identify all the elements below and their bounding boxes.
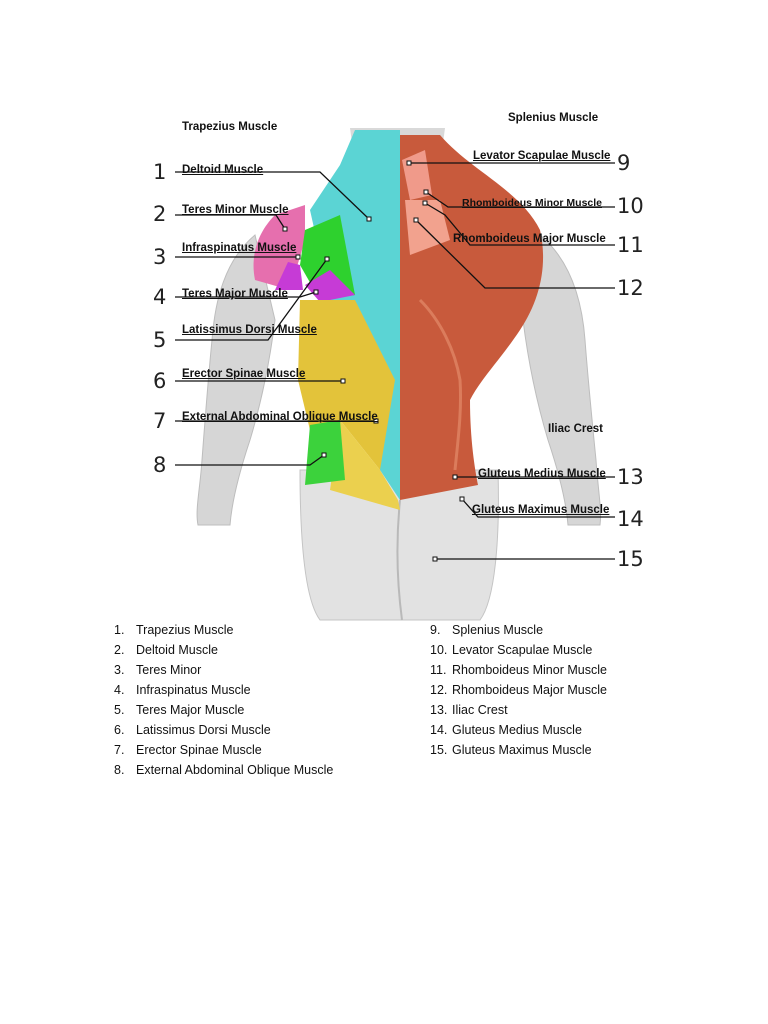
label-oblique: External Abdominal Oblique Muscle [182, 411, 378, 423]
label-iliac: Iliac Crest [548, 423, 603, 435]
list-item: 13.Iliac Crest [430, 703, 508, 717]
left-arm [196, 234, 276, 526]
list-item: 14.Gluteus Medius Muscle [430, 723, 582, 737]
number-4: 4 [153, 285, 167, 309]
list-item: 4.Infraspinatus Muscle [114, 683, 251, 697]
label-erector: Erector Spinae Muscle [182, 368, 306, 380]
number-9: 9 [617, 151, 631, 175]
label-infraspinatus: Infraspinatus Muscle [182, 242, 297, 254]
list-item: 6.Latissimus Dorsi Muscle [114, 723, 271, 737]
hips-and-glutes [299, 469, 499, 621]
list-item: 2.Deltoid Muscle [114, 643, 218, 657]
label-splenius: Splenius Muscle [508, 112, 599, 124]
list-item: 9.Splenius Muscle [430, 623, 544, 637]
leader-5 [175, 258, 328, 341]
label-levator: Levator Scapulae Muscle [473, 150, 611, 162]
leader-11 [424, 202, 615, 246]
latissimus-lower [330, 420, 400, 510]
number-7: 7 [153, 409, 167, 433]
number-2: 2 [153, 202, 167, 226]
rhomboid-region [405, 200, 450, 255]
superficial-muscles-left [253, 130, 400, 510]
label-gluteus-maximus: Gluteus Maximus Muscle [472, 504, 610, 516]
label-trapezius: Trapezius Muscle [182, 121, 278, 133]
teres-minor-region [275, 262, 303, 290]
deep-muscles-right [400, 135, 544, 500]
number-8: 8 [153, 453, 167, 477]
number-5: 5 [153, 328, 167, 352]
list-item: 11.Rhomboideus Minor Muscle [430, 663, 607, 677]
label-gluteus-medius: Gluteus Medius Muscle [478, 468, 606, 480]
label-teres-minor: Teres Minor Muscle [182, 204, 289, 216]
leader-8 [175, 454, 325, 466]
list-item: 8.External Abdominal Oblique Muscle [114, 763, 334, 777]
leader-1 [175, 171, 370, 220]
legend-list-left: 1.Trapezius Muscle 2.Deltoid Muscle 3.Te… [114, 620, 333, 780]
list-item: 3.Teres Minor [114, 663, 202, 677]
right-arm [522, 234, 602, 526]
leader-2 [175, 214, 286, 230]
glute-cleft [396, 499, 403, 621]
label-latissimus: Latissimus Dorsi Muscle [182, 324, 317, 336]
number-14: 14 [617, 507, 644, 531]
leader-14 [461, 498, 615, 518]
list-item: 5.Teres Major Muscle [114, 703, 245, 717]
number-11: 11 [617, 233, 644, 257]
leader-dots [282, 160, 465, 562]
list-item: 1.Trapezius Muscle [114, 623, 234, 637]
back-muscles-diagram [175, 128, 615, 621]
list-item: 7.Erector Spinae Muscle [114, 743, 262, 757]
list-item: 10.Levator Scapulae Muscle [430, 643, 593, 657]
number-13: 13 [617, 465, 644, 489]
number-1: 1 [153, 160, 167, 184]
right-back-highlight [418, 298, 463, 471]
leader-10 [425, 191, 615, 208]
number-10: 10 [617, 194, 644, 218]
number-12: 12 [617, 276, 644, 300]
list-item: 15.Gluteus Maximus Muscle [430, 743, 592, 757]
label-deltoid: Deltoid Muscle [182, 164, 264, 176]
number-15: 15 [617, 547, 644, 571]
number-3: 3 [153, 245, 167, 269]
number-6: 6 [153, 369, 167, 393]
leader-lines [175, 162, 615, 560]
label-teres-major: Teres Major Muscle [182, 288, 288, 300]
leader-12 [415, 219, 615, 289]
list-item: 12.Rhomboideus Major Muscle [430, 683, 607, 697]
label-rhomboid-minor: Rhomboideus Minor Muscle [462, 197, 603, 209]
latissimus-region [298, 300, 395, 470]
label-rhomboid-major: Rhomboideus Major Muscle [453, 233, 606, 245]
legend-list-right: 9.Splenius Muscle 10.Levator Scapulae Mu… [430, 620, 607, 760]
